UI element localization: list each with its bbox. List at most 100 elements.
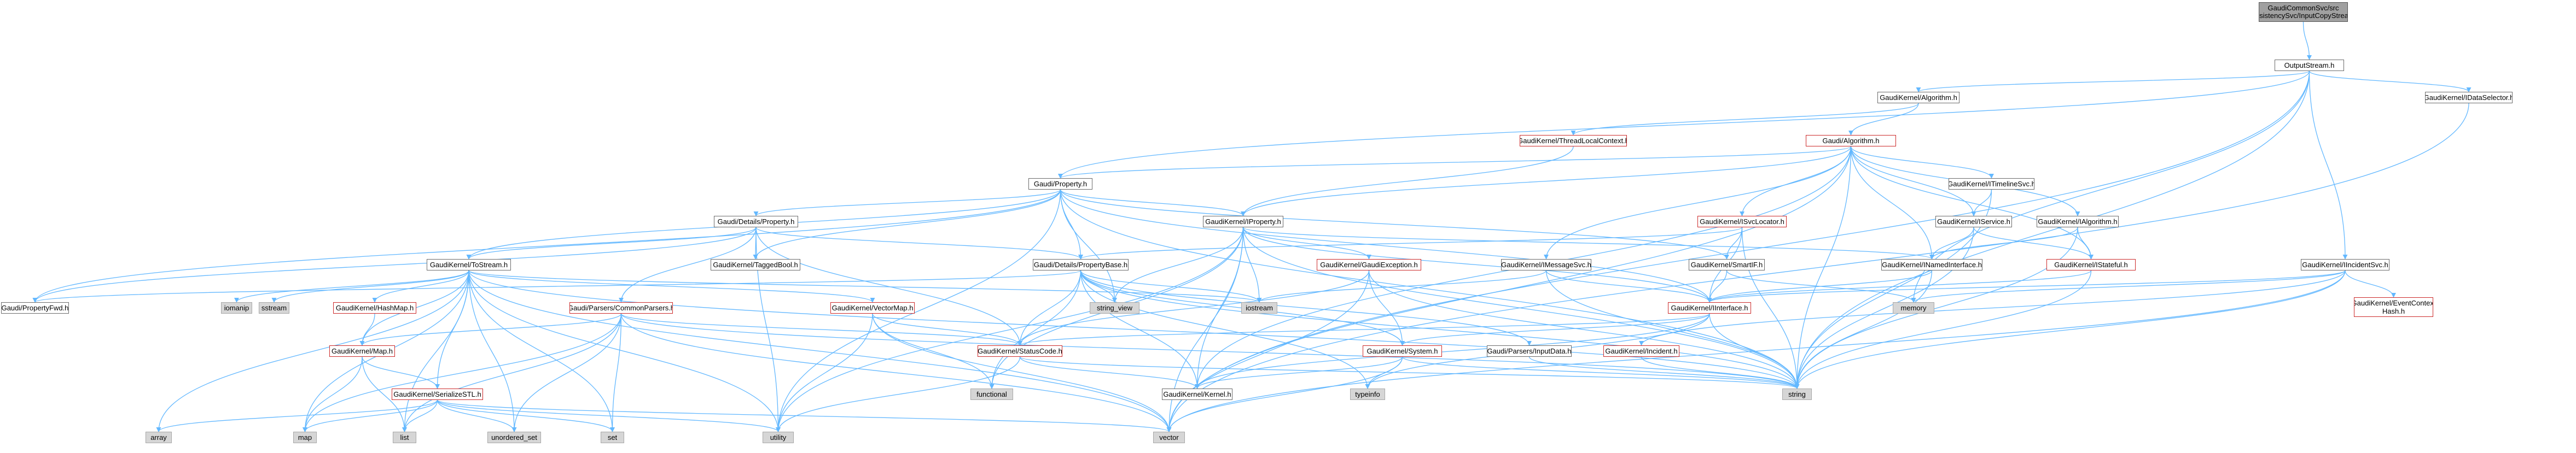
edge-property-to-detailsproperty <box>753 189 1061 216</box>
edge-iproperty-to-string_view <box>1112 227 1244 303</box>
edge-statuscode-to-utility <box>776 356 1021 432</box>
node-vectormap[interactable]: GaudiKernel/VectorMap.h <box>830 302 915 314</box>
edge-iinterface-to-kernel <box>1195 313 1710 389</box>
node-hashmap[interactable]: GaudiKernel/HashMap.h <box>333 302 416 314</box>
node-propertyfwd[interactable]: Gaudi/PropertyFwd.h <box>1 302 69 314</box>
edge-imessagesvc-to-iinterface <box>1545 270 1712 303</box>
node-idataselector[interactable]: GaudiKernel/IDataSelector.h <box>2425 92 2513 103</box>
edge-gaudialgorithm-to-inamed <box>1850 146 1935 260</box>
node-iomanip: iomanip <box>221 302 252 314</box>
edge-gaudialgorithm-to-iservice <box>1850 146 1976 216</box>
edge-property-to-string_view <box>1060 189 1118 303</box>
edge-iincidentsvc-to-kincident <box>1639 270 2346 346</box>
edge-propertybase-to-typeinfo <box>1080 270 1370 389</box>
node-detailsproperty[interactable]: Gaudi/Details/Property.h <box>714 216 798 227</box>
node-tostream[interactable]: GaudiKernel/ToStream.h <box>427 259 511 270</box>
edge-property-to-propertyfwd <box>32 189 1061 303</box>
edge-outputstream-to-property <box>1058 70 2310 179</box>
edge-imessagesvc-to-iostream <box>1257 270 1547 303</box>
node-smartif[interactable]: GaudiKernel/SmartIF.h <box>1689 259 1765 270</box>
edge-tostream-to-iostream <box>468 270 1262 303</box>
edge-tostream-to-sstream <box>271 270 469 303</box>
node-vector: vector <box>1153 432 1185 443</box>
edge-detailsproperty-to-propertybase <box>755 227 1083 260</box>
edge-iinterface-to-string <box>1709 313 1800 389</box>
edge-gmap-to-list <box>362 356 408 432</box>
edge-galgorithm-to-gaudialgorithm <box>1848 103 1919 136</box>
edge-propertybase-to-string <box>1080 270 1800 389</box>
node-kernel[interactable]: GaudiKernel/Kernel.h <box>1162 389 1232 400</box>
edge-iincidentsvc-to-memory <box>1911 270 2346 303</box>
edge-ialgorithm-to-inamed <box>1929 227 2078 260</box>
edge-galgorithm-to-threadlocal <box>1571 103 1919 136</box>
edge-gmap-to-serializestl <box>362 356 440 389</box>
edge-iproperty-to-vector <box>1166 227 1244 432</box>
edge-serializestl-to-map <box>303 399 438 432</box>
node-outputstream[interactable]: OutputStream.h <box>2275 60 2344 71</box>
node-imessagesvc[interactable]: GaudiKernel/IMessageSvc.h <box>1501 259 1591 270</box>
node-inputdata[interactable]: Gaudi/Parsers/InputData.h <box>1487 345 1572 357</box>
edge-vectormap-to-utility <box>775 313 873 432</box>
edge-isvclocator-to-string <box>1741 227 1800 389</box>
edge-tostream-to-iomanip <box>234 270 469 303</box>
edge-iservice-to-inamed <box>1929 227 1974 260</box>
node-taggedbool[interactable]: GaudiKernel/TaggedBool.h <box>711 259 800 270</box>
node-serializestl[interactable]: GaudiKernel/SerializeSTL.h <box>392 389 483 400</box>
node-typeinfo: typeinfo <box>1350 389 1385 400</box>
node-label-line: Hash.h <box>2382 307 2405 315</box>
node-list: list <box>393 432 416 443</box>
node-commonparsers[interactable]: Gaudi/Parsers/CommonParsers.h <box>569 302 673 314</box>
edge-property-to-iproperty <box>1060 189 1246 216</box>
node-galgorithm[interactable]: GaudiKernel/Algorithm.h <box>1877 92 1959 103</box>
edge-iservice-to-string <box>1794 227 1974 389</box>
node-gaudialgorithm[interactable]: Gaudi/Algorithm.h <box>1806 135 1896 146</box>
edge-isvclocator-to-propertybase <box>1078 227 1743 260</box>
edge-statuscode-to-string <box>1019 356 1800 389</box>
edge-serializestl-to-set <box>437 399 615 432</box>
edge-serializestl-to-vector <box>437 399 1172 432</box>
edge-commonparsers-to-set <box>609 313 622 432</box>
edge-commonparsers-to-unordered_set <box>511 313 622 432</box>
node-statuscode[interactable]: GaudiKernel/StatusCode.h <box>978 345 1062 357</box>
node-ialgorithm[interactable]: GaudiKernel/IAlgorithm.h <box>2037 216 2119 227</box>
edge-iservice-to-istateful <box>1973 227 2094 260</box>
edge-gaudialgorithm-to-imessagesvc <box>1543 146 1852 260</box>
node-gmap[interactable]: GaudiKernel/Map.h <box>329 345 395 357</box>
edge-iproperty-to-iinterface <box>1242 227 1712 303</box>
edge-iproperty-to-iostream <box>1242 227 1262 303</box>
edge-gaudiexception-to-statuscode <box>1017 270 1370 346</box>
node-string_view: string_view <box>1090 302 1139 314</box>
node-itimelinesvc[interactable]: GaudiKernel/ITimelineSvc.h <box>1949 178 2034 190</box>
edge-outputstream-to-string <box>1794 70 2310 389</box>
node-isvclocator[interactable]: GaudiKernel/ISvcLocator.h <box>1697 216 1787 227</box>
edge-tostream-to-array <box>156 270 469 432</box>
node-istateful[interactable]: GaudiKernel/IStateful.h <box>2046 259 2136 270</box>
edge-tostream-to-string <box>468 270 1800 389</box>
edge-property-to-smartif <box>1060 189 1729 260</box>
edge-system-to-typeinfo <box>1365 356 1403 389</box>
edge-istateful-to-iinterface <box>1707 270 2092 303</box>
node-gaudiexception[interactable]: GaudiKernel/GaudiException.h <box>1317 259 1421 270</box>
edge-gaudialgorithm-to-istateful <box>1850 146 2094 260</box>
edge-property-to-taggedbool <box>753 189 1061 260</box>
node-propertybase[interactable]: Gaudi/Details/PropertyBase.h <box>1033 259 1129 270</box>
edge-tostream-to-utility <box>468 270 781 432</box>
edge-detailsproperty-to-propertyfwd <box>32 227 757 303</box>
edge-detailsproperty-to-commonparsers <box>618 227 757 303</box>
node-property[interactable]: Gaudi/Property.h <box>1028 178 1092 190</box>
node-iservice[interactable]: GaudiKernel/IService.h <box>1935 216 2012 227</box>
node-iinterface[interactable]: GaudiKernel/IInterface.h <box>1668 302 1751 314</box>
edge-iproperty-to-utility <box>775 227 1244 432</box>
node-system[interactable]: GaudiKernel/System.h <box>1363 345 1442 357</box>
node-iproperty[interactable]: GaudiKernel/IProperty.h <box>1203 216 1283 227</box>
edge-inputdata-to-string <box>1528 356 1800 389</box>
edge-itimelinesvc-to-iservice <box>1971 189 1992 216</box>
node-threadlocal[interactable]: GaudiKernel/ThreadLocalContext.h <box>1520 135 1627 146</box>
node-iincidentsvc[interactable]: GaudiKernel/IIncidentSvc.h <box>2301 259 2389 270</box>
node-root[interactable]: GaudiCommonSvc/src/PersistencySvc/InputC… <box>2259 2 2348 22</box>
node-kincident[interactable]: GaudiKernel/Incident.h <box>1603 345 1679 357</box>
edge-iincidentsvc-to-iinterface <box>1707 270 2346 303</box>
edge-gaudiexception-to-vector <box>1166 270 1370 432</box>
node-inamed[interactable]: GaudiKernel/INamedInterface.h <box>1881 259 1982 270</box>
